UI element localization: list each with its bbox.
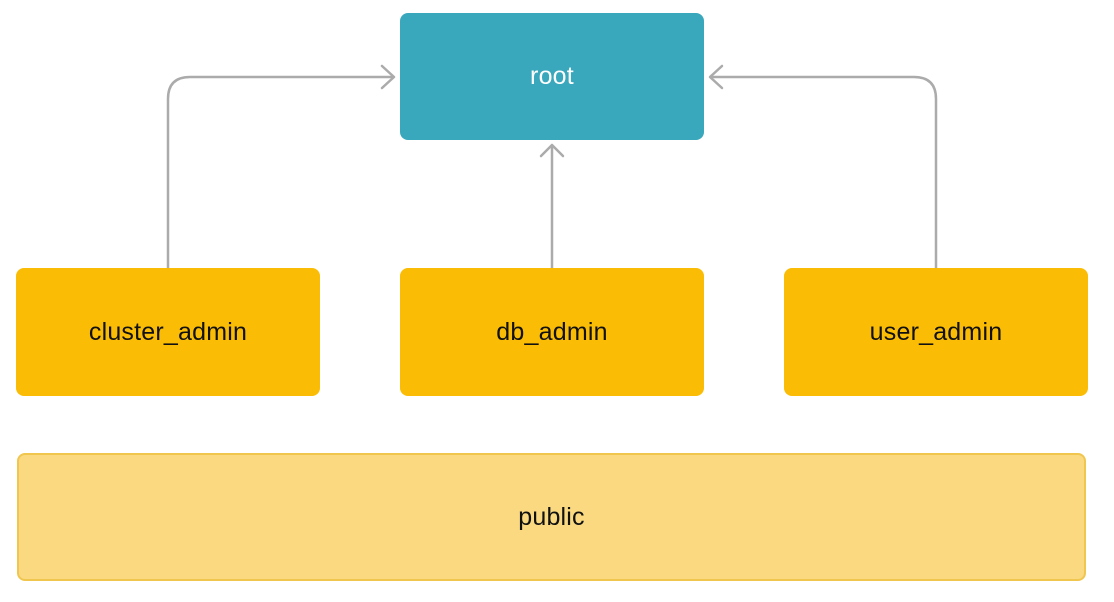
edge-cluster-admin-to-root	[166, 75, 394, 270]
arrowhead-left-icon	[708, 64, 724, 90]
arrowhead-right-icon	[380, 64, 396, 90]
node-db-admin-label: db_admin	[496, 317, 608, 346]
node-user-admin-label: user_admin	[869, 317, 1003, 346]
node-db-admin: db_admin	[400, 268, 704, 396]
node-user-admin: user_admin	[784, 268, 1088, 396]
node-public-label: public	[518, 502, 585, 531]
arrowhead-up-icon	[539, 143, 565, 158]
node-root: root	[400, 13, 704, 140]
node-public: public	[17, 453, 1086, 581]
node-cluster-admin: cluster_admin	[16, 268, 320, 396]
node-root-label: root	[530, 62, 574, 90]
node-cluster-admin-label: cluster_admin	[88, 317, 248, 346]
edge-user-admin-to-root	[710, 75, 938, 270]
